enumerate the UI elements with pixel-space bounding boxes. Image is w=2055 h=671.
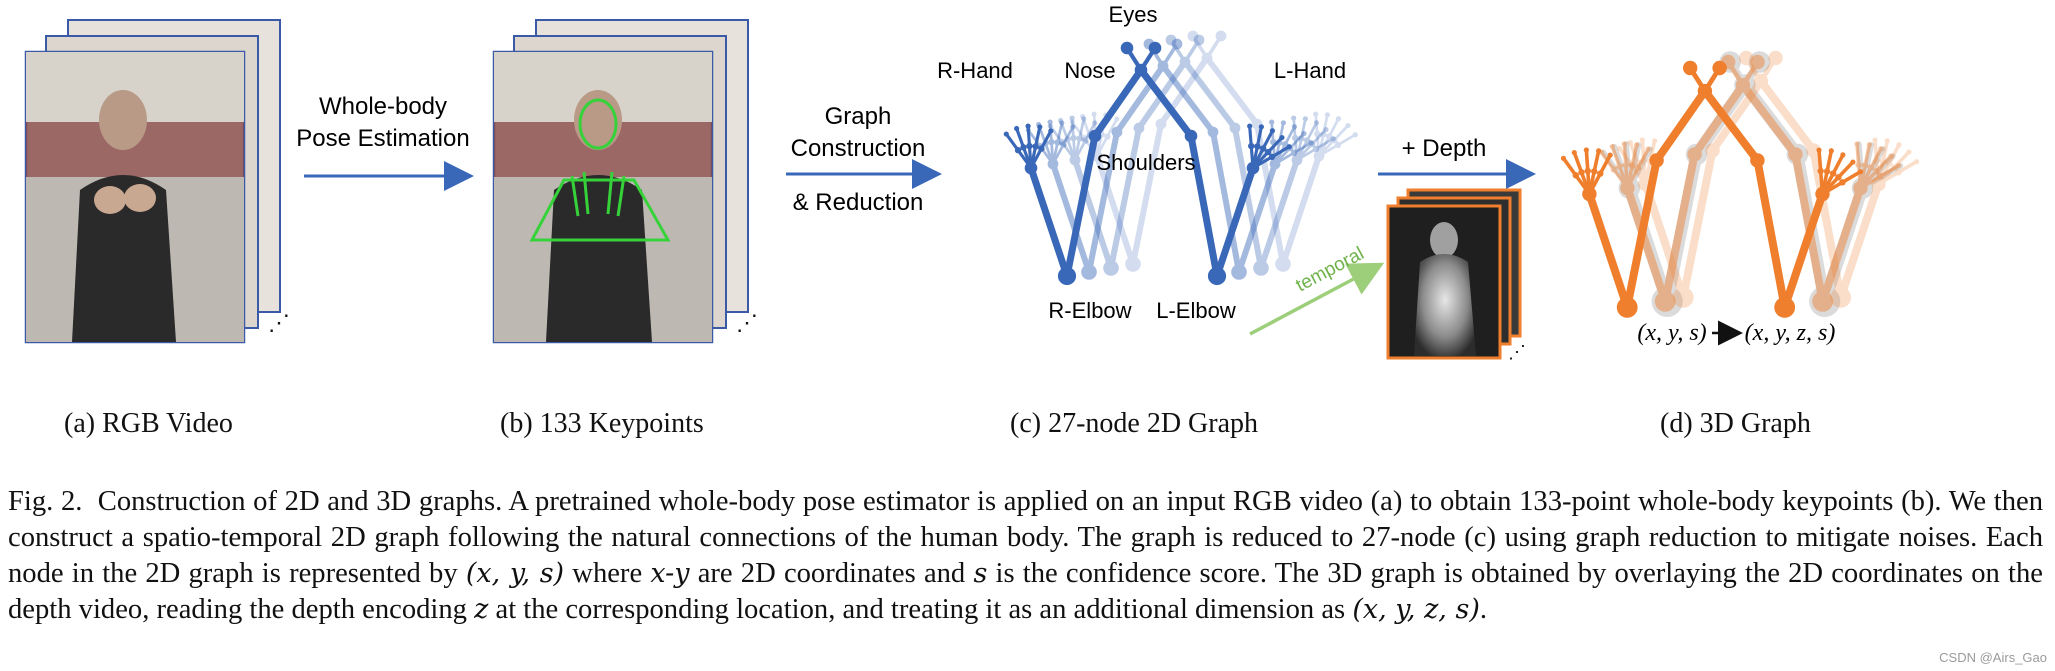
keypoints-overlay: [529, 98, 671, 242]
keypoints-video-stack: ⋰: [492, 19, 758, 344]
depth-label: + Depth: [1402, 135, 1487, 162]
caption-fig-label: Fig. 2.: [8, 486, 83, 517]
graph-3d: [1560, 50, 1920, 318]
formula-left: (x, y, s): [1637, 320, 1706, 346]
temporal-arrow: temporal: [1249, 243, 1385, 336]
graph-3d-main: [1560, 60, 1864, 318]
formula: (x, y, s) (x, y, z, s): [1637, 320, 1835, 346]
formula-right: (x, y, z, s): [1745, 320, 1836, 346]
pose-label-line1: Whole-body: [319, 93, 447, 120]
caption-text-6: .: [1479, 594, 1488, 625]
graph-2d-main: [1003, 41, 1292, 286]
label-l-hand: L-Hand: [1274, 58, 1346, 83]
svg-text:⋰: ⋰: [736, 310, 758, 335]
graph-label-line2: Construction: [791, 135, 926, 162]
graph-2d-labels: Eyes Nose R-Hand L-Hand Shoulders R-Elbo…: [937, 2, 1346, 323]
label-r-hand: R-Hand: [937, 58, 1013, 83]
caption-c: (c) 27-node 2D Graph: [1010, 408, 1259, 439]
caption-math-2: x-y: [650, 558, 690, 589]
label-shoulders: Shoulders: [1096, 150, 1195, 175]
graph-2d-ghost-2: [1047, 34, 1336, 276]
label-r-elbow: R-Elbow: [1048, 298, 1131, 323]
watermark: CSDN @Airs_Gao: [1939, 650, 2047, 665]
rgb-video-frame: [24, 50, 246, 344]
graph-2d: [1003, 30, 1358, 286]
caption-math-1: (x, y, s): [465, 558, 565, 589]
graph-construction-arrow: Graph Construction & Reduction: [786, 103, 942, 216]
caption-text-3: are 2D coordinates and: [697, 558, 966, 589]
caption-text-5: at the corresponding location, and treat…: [495, 594, 1346, 625]
caption-b: (b) 133 Keypoints: [500, 408, 704, 439]
graph-label-line3: & Reduction: [793, 189, 924, 216]
label-temporal: temporal: [1292, 243, 1367, 296]
figure-caption: Fig. 2. Construction of 2D and 3D graphs…: [8, 484, 2043, 628]
graph-3d-shadow: [1600, 51, 1904, 317]
caption-math-5: (x, y, z, s): [1352, 594, 1480, 625]
label-nose: Nose: [1064, 58, 1115, 83]
caption-math-4: z: [474, 594, 489, 625]
caption-text-4: is the confidence score. The 3D graph is…: [8, 558, 2043, 625]
svg-text:⋰: ⋰: [1508, 342, 1526, 362]
caption-d: (d) 3D Graph: [1660, 408, 1811, 439]
keypoints-video-frame: [492, 50, 714, 344]
label-l-elbow: L-Elbow: [1156, 298, 1236, 323]
depth-video-stack: ⋰: [1386, 188, 1526, 362]
caption-text-2: where: [572, 558, 643, 589]
rgb-video-stack: ⋰: [24, 19, 290, 344]
pose-label-line2: Pose Estimation: [296, 125, 469, 152]
depth-video-frame: [1386, 204, 1502, 360]
svg-text:⋰: ⋰: [268, 310, 290, 335]
caption-math-3: s: [973, 558, 988, 589]
caption-a: (a) RGB Video: [64, 408, 233, 439]
label-eyes: Eyes: [1109, 2, 1158, 27]
graph-label-line1: Graph: [825, 103, 892, 130]
depth-arrow: + Depth: [1378, 135, 1536, 189]
pose-estimation-arrow: Whole-body Pose Estimation: [296, 93, 474, 191]
figure-2: ⋰ Whole-body Pose Estimation ⋰ Graph: [24, 2, 1920, 362]
caption-text-1: Construction of 2D and 3D graphs. A pret…: [8, 486, 2044, 589]
